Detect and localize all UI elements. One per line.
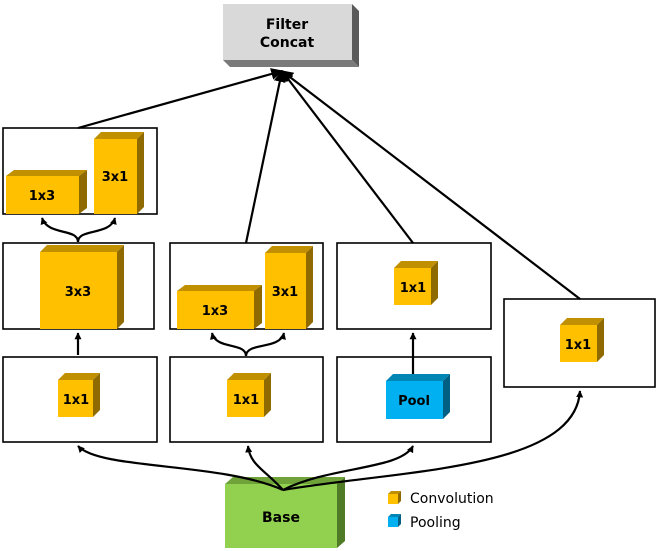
arrow-base-to-b3 [282,445,414,491]
b1-3x1-label: 3x1 [102,170,128,185]
b2-1x1-label: 1x1 [233,393,259,408]
arrow-base-to-b2 [245,445,284,491]
b1-conv-1x1-block: 1x1 [58,373,100,417]
legend-convolution-swatch [388,491,401,504]
b1-conv-3x3-block: 3x3 [40,245,124,329]
b3-1x1-label: 1x1 [400,281,426,296]
b2-conv-1x1-block: 1x1 [227,373,271,417]
legend-convolution-label: Convolution [410,491,494,507]
arrow-b1-3x3-to-3x1 [76,217,117,243]
b2-conv-3x1-block: 3x1 [265,246,313,329]
arrow-base-to-b1 [77,445,284,492]
legend: Convolution Pooling [388,491,494,531]
b1-3x3-label: 3x3 [65,285,91,300]
b1-1x3-label: 1x3 [29,189,55,204]
b3-conv-1x1-block: 1x1 [394,261,438,305]
arrow-b2-1x1-to-1x3 [210,332,248,357]
b3-pool-block: Pool [386,374,450,419]
filter-concat-line2: Concat [260,35,315,51]
arrow-b1-to-concat [77,68,284,130]
base-label: Base [262,510,300,526]
arrow-b4-to-concat [281,70,581,300]
b1-1x1-label: 1x1 [63,393,89,408]
b1-conv-3x1-block: 3x1 [94,132,144,214]
b3-pool-label: Pool [398,394,430,409]
b2-conv-1x3-block: 1x3 [177,285,262,329]
arrow-b2-1x1-to-3x1 [244,332,286,357]
b2-1x3-label: 1x3 [202,304,228,319]
arrow-b1-3x3-to-1x3 [40,217,80,243]
arrow-b3-to-concat [281,70,414,244]
b4-1x1-label: 1x1 [565,338,591,353]
arrow-b2-to-concat [244,69,286,244]
filter-concat-line1: Filter [266,17,308,33]
base-node: Base [225,477,345,548]
b1-conv-1x3-block: 1x3 [6,170,87,214]
legend-pooling-label: Pooling [410,515,461,531]
b4-conv-1x1-block: 1x1 [560,318,604,362]
arrow-base-to-b4 [282,390,584,492]
b2-3x1-label: 3x1 [272,285,298,300]
filter-concat-node: Filter Concat [223,4,359,67]
legend-pooling-swatch [388,514,401,527]
